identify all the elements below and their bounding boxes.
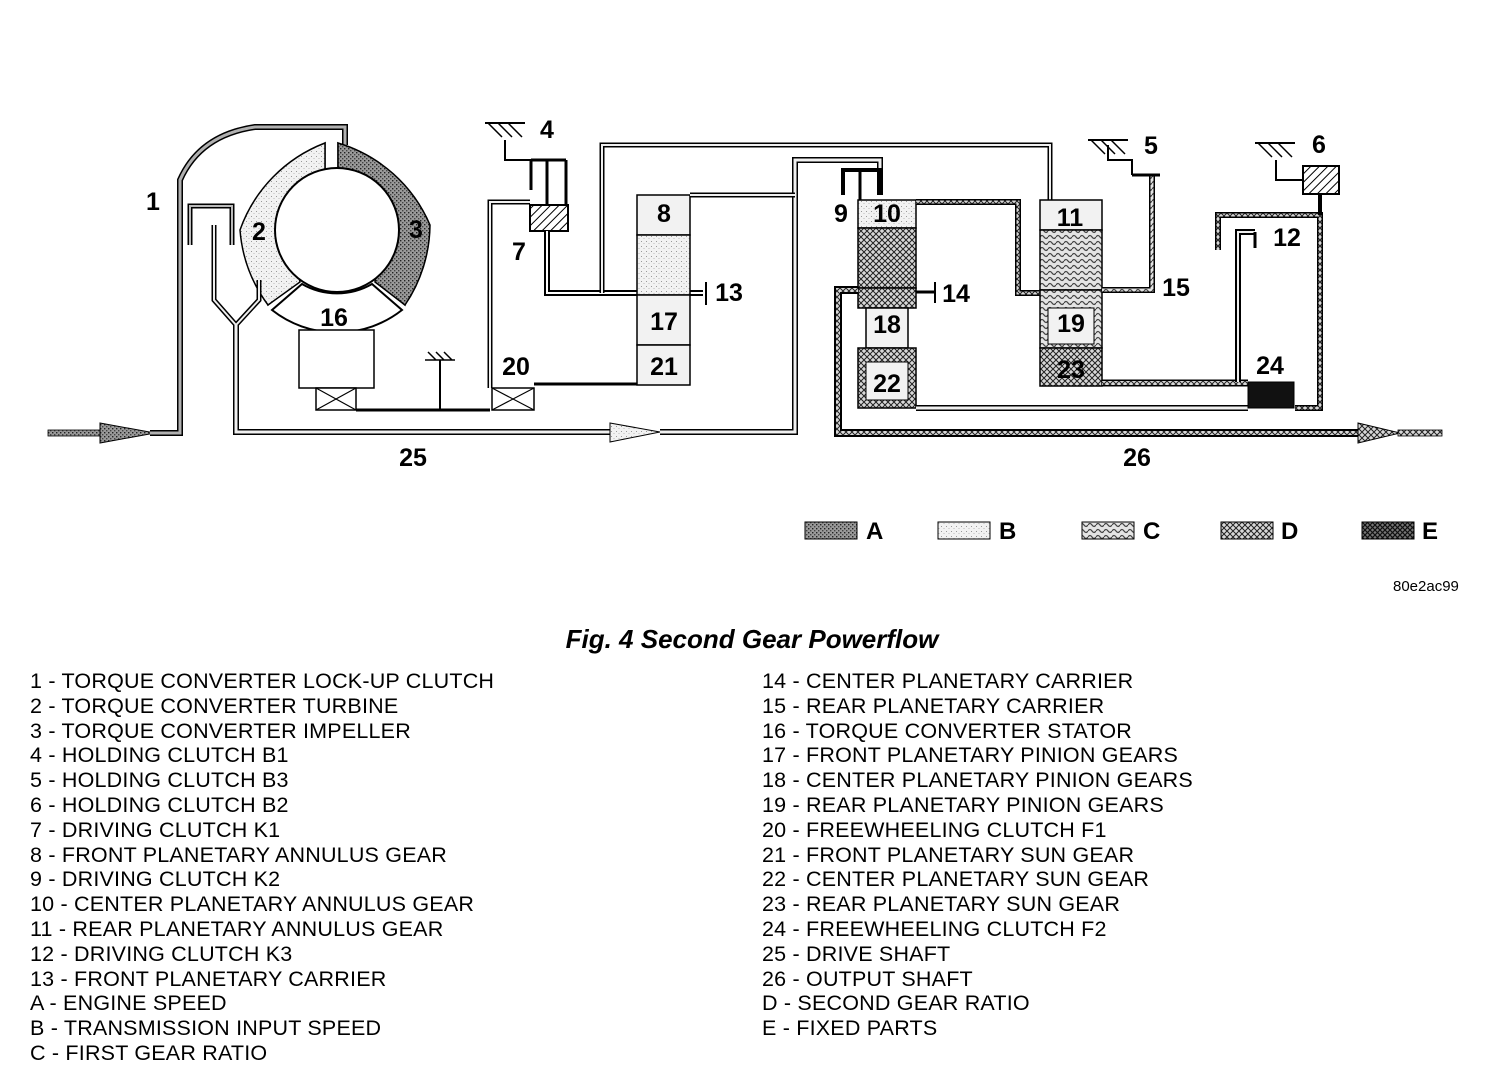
part-item: 5 - HOLDING CLUTCH B3 — [30, 768, 289, 793]
part-item: 8 - FRONT PLANETARY ANNULUS GEAR — [30, 842, 447, 867]
label-25: 25 — [399, 444, 427, 472]
label-15: 15 — [1162, 274, 1190, 302]
center-planetary — [857, 199, 1040, 409]
front-planetary — [599, 142, 1053, 386]
part-item: 22 - CENTER PLANETARY SUN GEAR — [762, 867, 1150, 892]
label-17: 17 — [650, 308, 678, 336]
legend-swatch-c — [1081, 521, 1135, 540]
legend-swatch-b — [937, 521, 991, 540]
part-item: 19 - REAR PLANETARY PINION GEARS — [762, 792, 1164, 817]
input-arrow — [47, 124, 348, 444]
legend-label-d: D — [1281, 518, 1298, 545]
diagram-numbers: 1 2 3 4 5 6 7 8 9 10 11 12 13 14 15 16 1… — [146, 116, 1326, 472]
part-item: 12 - DRIVING CLUTCH K3 — [30, 941, 293, 966]
legend-item: D - SECOND GEAR RATIO — [762, 991, 1030, 1016]
clutch-k3 — [1215, 142, 1340, 411]
part-item: 15 - REAR PLANETARY CARRIER — [762, 693, 1105, 718]
part-item: 24 - FREEWHEELING CLUTCH F2 — [762, 916, 1107, 941]
label-6: 6 — [1312, 131, 1326, 159]
part-item: 25 - DRIVE SHAFT — [762, 941, 951, 966]
label-26: 26 — [1123, 444, 1151, 472]
part-item: 18 - CENTER PLANETARY PINION GEARS — [762, 768, 1193, 793]
rear-planetary — [916, 175, 1248, 411]
label-20: 20 — [502, 353, 530, 381]
part-item: 23 - REAR PLANETARY SUN GEAR — [762, 892, 1121, 917]
label-3: 3 — [409, 216, 423, 244]
label-24: 24 — [1256, 352, 1284, 380]
label-5: 5 — [1144, 132, 1158, 160]
label-11: 11 — [1057, 204, 1084, 232]
clutch-k2 — [841, 168, 882, 200]
part-item: 2 - TORQUE CONVERTER TURBINE — [30, 693, 399, 718]
label-7: 7 — [512, 238, 526, 266]
torque-converter — [239, 141, 431, 389]
output-shaft — [834, 286, 1443, 444]
label-22: 22 — [873, 370, 901, 398]
part-item: 13 - FRONT PLANETARY CARRIER — [30, 966, 387, 991]
part-item: 14 - CENTER PLANETARY CARRIER — [762, 669, 1134, 693]
legend-swatch-e — [1361, 521, 1415, 540]
part-item: 11 - REAR PLANETARY ANNULUS GEAR — [30, 916, 444, 941]
legend-label-b: B — [999, 518, 1016, 545]
label-19: 19 — [1057, 310, 1085, 338]
legend-item: A - ENGINE SPEED — [30, 991, 227, 1016]
parts-list-left: 1 - TORQUE CONVERTER LOCK-UP CLUTCH 2 - … — [30, 669, 494, 1066]
label-2: 2 — [252, 218, 266, 246]
label-14: 14 — [942, 280, 970, 308]
part-item: 6 - HOLDING CLUTCH B2 — [30, 792, 289, 817]
part-item: 16 - TORQUE CONVERTER STATOR — [762, 718, 1132, 743]
part-item: 17 - FRONT PLANETARY PINION GEARS — [762, 743, 1179, 768]
part-item: 21 - FRONT PLANETARY SUN GEAR — [762, 842, 1135, 867]
part-item: 26 - OUTPUT SHAFT — [762, 966, 973, 991]
legend-item: B - TRANSMISSION INPUT SPEED — [30, 1016, 382, 1041]
part-item: 10 - CENTER PLANETARY ANNULUS GEAR — [30, 892, 475, 917]
figure-reference-code: 80e2ac99 — [1393, 578, 1459, 595]
label-10: 10 — [873, 200, 901, 228]
parts-list-right: 14 - CENTER PLANETARY CARRIER 15 - REAR … — [762, 669, 1193, 1041]
label-1: 1 — [146, 188, 160, 216]
legend-item: E - FIXED PARTS — [762, 1016, 938, 1041]
part-item: 9 - DRIVING CLUTCH K2 — [30, 867, 281, 892]
figure-caption: Fig. 4 Second Gear Powerflow — [565, 624, 939, 654]
legend: A B C D E — [804, 518, 1438, 545]
part-item: 20 - FREEWHEELING CLUTCH F1 — [762, 817, 1107, 842]
legend-label-c: C — [1143, 518, 1160, 545]
label-13: 13 — [715, 279, 743, 307]
label-18: 18 — [873, 311, 901, 339]
label-9: 9 — [834, 200, 848, 228]
holding-clutch-b3 — [1088, 139, 1160, 177]
legend-label-a: A — [866, 518, 883, 545]
legend-label-e: E — [1422, 518, 1438, 545]
stator-shaft — [315, 199, 637, 412]
powerflow-diagram: 1 2 3 4 5 6 7 8 9 10 11 12 13 14 15 16 1… — [47, 116, 1443, 545]
legend-swatch-a — [804, 521, 858, 540]
label-8: 8 — [657, 200, 671, 228]
label-16: 16 — [320, 304, 348, 332]
part-item: 7 - DRIVING CLUTCH K1 — [30, 817, 281, 842]
part-item: 3 - TORQUE CONVERTER IMPELLER — [30, 718, 411, 743]
part-item: 1 - TORQUE CONVERTER LOCK-UP CLUTCH — [30, 669, 495, 693]
label-21: 21 — [650, 353, 678, 381]
part-item: 4 - HOLDING CLUTCH B1 — [30, 743, 289, 768]
label-23: 23 — [1057, 356, 1085, 384]
label-12: 12 — [1273, 224, 1301, 252]
legend-swatch-d — [1220, 521, 1274, 540]
label-4: 4 — [540, 116, 554, 144]
legend-item: C - FIRST GEAR RATIO — [30, 1040, 268, 1065]
